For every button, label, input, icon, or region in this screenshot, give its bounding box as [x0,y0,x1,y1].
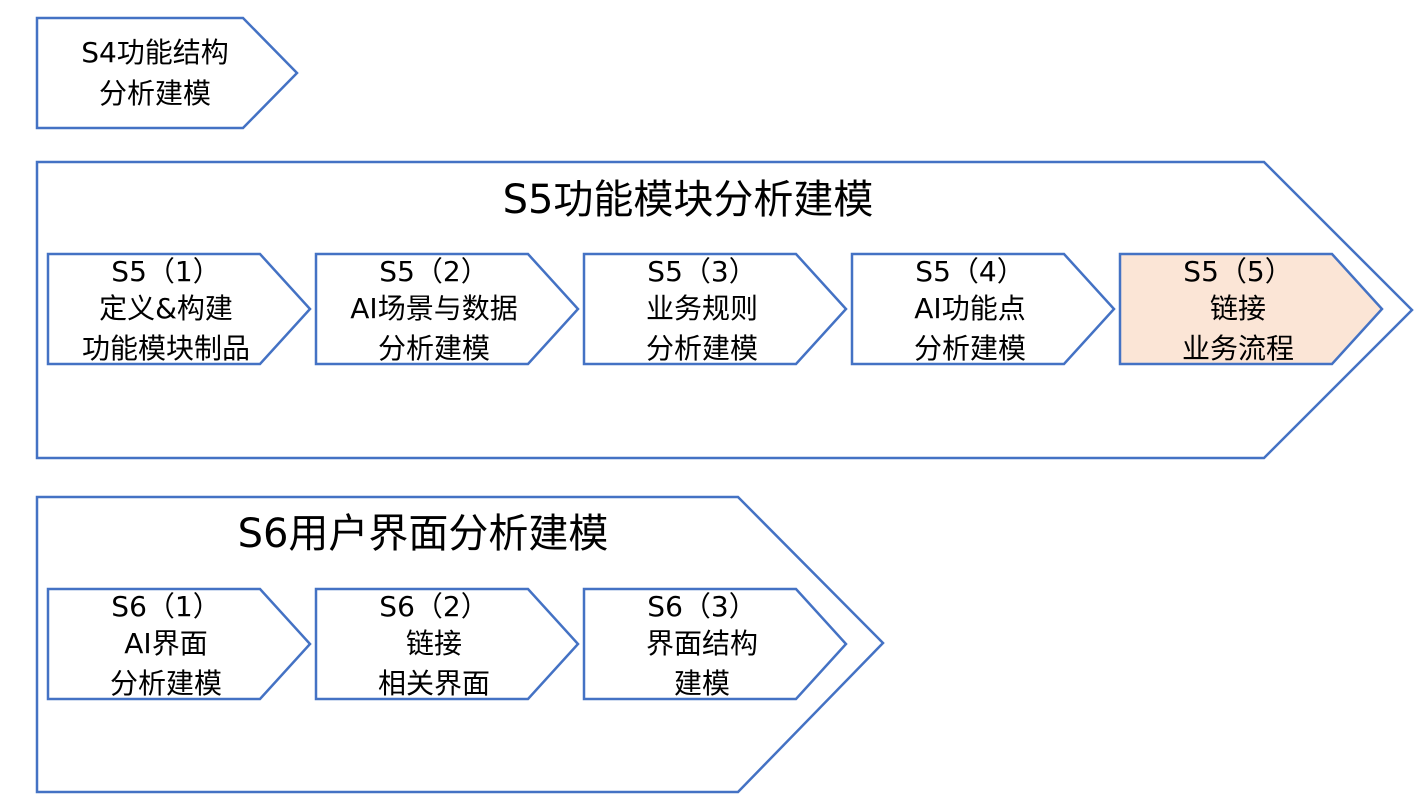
s6-step-2-line-1: S6（2） [379,590,488,623]
s5-step-3-line-2: 业务规则 [646,292,758,325]
s5-step-3-line-1: S5（3） [647,255,756,288]
s5-step-2-line-2: AI场景与数据 [350,292,517,325]
s5-step-4-shape [850,252,1116,366]
s5-steps: S5（1）定义&构建功能模块制品S5（2）AI场景与数据分析建模S5（3）业务规… [46,252,1384,366]
s4-stage: S4功能结构 分析建模 [35,16,299,130]
s6-title: S6用户界面分析建模 [238,511,609,557]
s5-step-1-line-1: S5（1） [111,255,220,288]
s6-step-2-line-2: 链接 [406,627,462,660]
s6-step-2-shape [314,587,580,701]
s6-step-3-line-2: 界面结构 [646,627,758,660]
s6-step-3-line-1: S6（3） [647,590,756,623]
s5-step-2-shape [314,252,580,366]
s5-step-2-line-3: 分析建模 [378,332,490,365]
s6-step-3-line-3: 建模 [674,667,730,700]
s5-step-4-line-2: AI功能点 [914,292,1025,325]
s5-step-5-line-1: S5（5） [1183,255,1292,288]
s5-step-2-line-1: S5（2） [379,255,488,288]
s5-step-3-line-3: 分析建模 [646,332,758,365]
s5-step-4-line-1: S5（4） [915,255,1024,288]
s5-step-4-line-3: 分析建模 [914,332,1026,365]
s6-step-1-line-1: S6（1） [111,590,220,623]
s5-step-5-line-2: 链接 [1210,292,1266,325]
s4-arrow-shape [35,16,299,130]
s5-step-3-shape [582,252,848,366]
s4-label-line2: 分析建模 [99,77,211,110]
s5-step-1-line-3: 功能模块制品 [82,332,250,365]
s6-step-2-line-3: 相关界面 [378,667,490,700]
s6-step-1-shape [46,587,312,701]
s5-step-5-shape [1118,252,1384,366]
s5-step-5-line-3: 业务流程 [1182,332,1294,365]
s6-step-1-line-3: 分析建模 [110,667,222,700]
s6-step-1-line-2: AI界面 [124,627,207,660]
s6-step-3-shape [582,587,848,701]
s4-label-line1: S4功能结构 [81,36,229,69]
s5-step-1-shape [46,252,312,366]
s5-stage: S5功能模块分析建模 S5（1）定义&构建功能模块制品S5（2）AI场景与数据分… [35,160,1414,460]
s5-title: S5功能模块分析建模 [503,177,874,223]
s5-step-1-line-2: 定义&构建 [99,292,233,325]
